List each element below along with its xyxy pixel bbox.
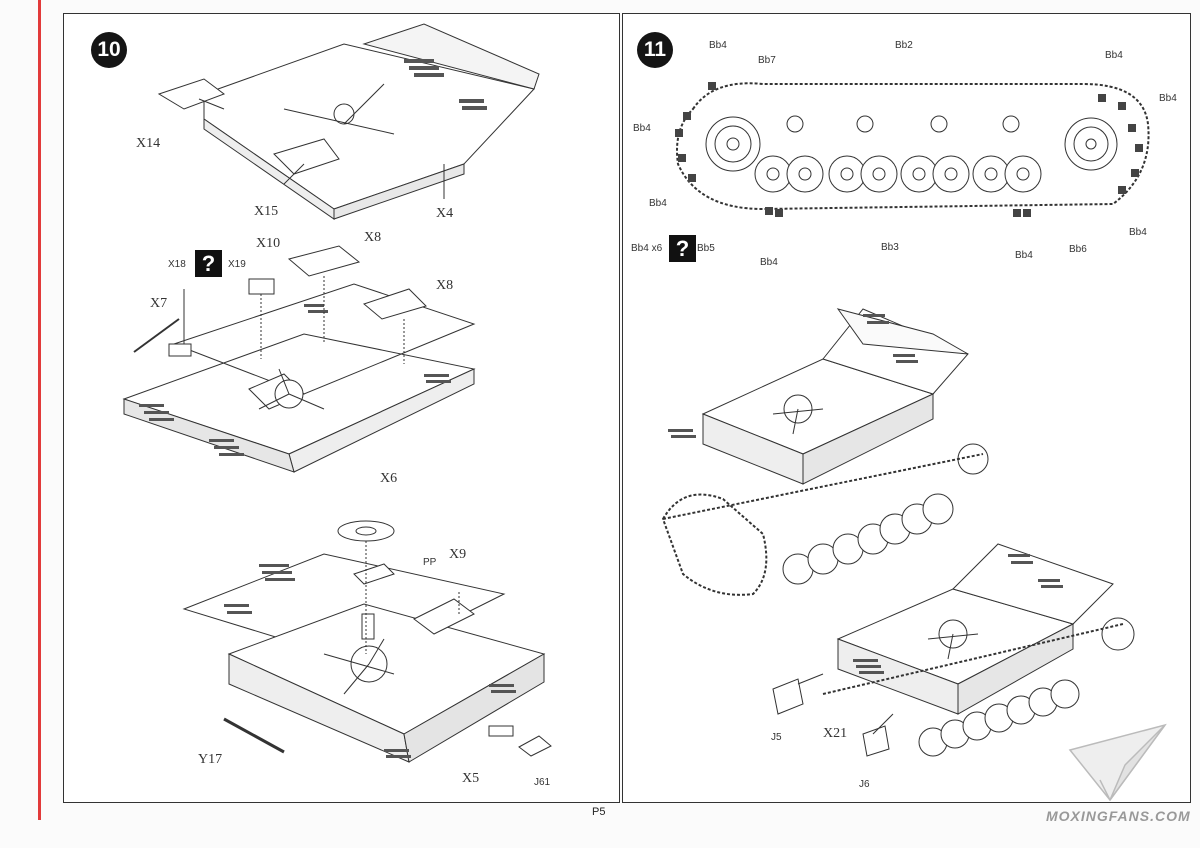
optional-part-marker: ? (195, 250, 222, 277)
step-11-panel: 11 (622, 13, 1191, 803)
step-number-10: 10 (91, 32, 127, 68)
part-label-x18: X18 (168, 259, 186, 270)
part-label-bb6: Bb6 (1069, 244, 1087, 255)
part-label-bb4-bottom-right: Bb4 (1015, 250, 1033, 261)
part-label-j5: J5 (771, 732, 782, 743)
part-label-bb2: Bb2 (895, 40, 913, 51)
part-label-bb5: Bb5 (697, 243, 715, 254)
step-11-drawing (661, 82, 1150, 757)
paper-plane-logo (1068, 723, 1167, 802)
part-label-bb4-far-right: Bb4 (1129, 227, 1147, 238)
part-label-x5: X5 (462, 771, 480, 786)
part-label-y17: Y17 (198, 752, 223, 767)
hull-interior-drawing (122, 245, 476, 473)
part-label-bb4-x6: Bb4 x6 (631, 243, 663, 254)
part-label-x8-upper: X8 (364, 230, 382, 245)
upper-hull-deck-drawing (157, 23, 540, 220)
part-label-x15: X15 (254, 204, 279, 219)
part-label-bb4-top-left: Bb4 (709, 40, 727, 51)
part-label-j61: J61 (534, 777, 551, 788)
part-label-x9: X9 (449, 547, 467, 562)
part-label-bb4-top-right: Bb4 (1105, 50, 1123, 61)
page-number: P5 (592, 806, 606, 818)
part-label-bb4-left-upper: Bb4 (633, 123, 651, 134)
part-label-x6: X6 (380, 471, 398, 486)
part-label-pp: PP (423, 557, 437, 568)
part-label-bb3: Bb3 (881, 242, 899, 253)
optional-part-marker: ? (669, 235, 696, 262)
part-label-j6: J6 (859, 779, 870, 790)
step-10-drawing (122, 23, 552, 763)
part-label-x21: X21 (823, 726, 848, 741)
part-label-bb4-right: Bb4 (1159, 93, 1177, 104)
step-10-panel: 10 (63, 13, 620, 803)
part-label-x14: X14 (136, 136, 161, 151)
binding-margin-line (38, 0, 41, 820)
track-run-drawing (675, 82, 1150, 217)
part-label-bb4-left-lower: Bb4 (649, 198, 667, 209)
part-label-bb7: Bb7 (758, 55, 776, 66)
watermark-text: MOXINGFANS.COM (1046, 808, 1191, 824)
part-label-x19: X19 (228, 259, 246, 270)
part-label-x10: X10 (256, 236, 281, 251)
step-number-11: 11 (637, 32, 673, 68)
part-label-bb4-bottom-left: Bb4 (760, 257, 778, 268)
part-label-x7: X7 (150, 296, 168, 311)
completed-chassis-drawing (772, 543, 1135, 757)
part-label-x4: X4 (436, 206, 454, 221)
part-label-x8-right: X8 (436, 278, 454, 293)
hull-turntable-drawing (182, 520, 552, 763)
chassis-with-tracks-drawing (661, 308, 989, 596)
